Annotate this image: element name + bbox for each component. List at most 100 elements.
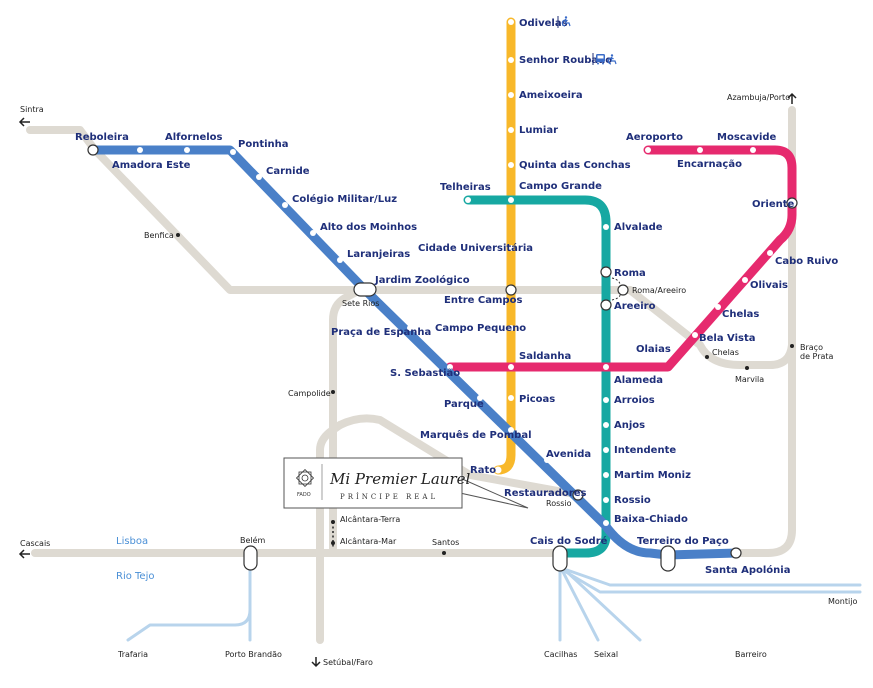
interchange-terreiro-do-paco[interactable] [660,545,676,572]
station-dot[interactable] [603,224,609,230]
station-dot[interactable] [692,332,698,338]
station-dot[interactable] [505,284,517,296]
station-dot[interactable] [603,472,609,478]
rail-stop-dot[interactable] [331,541,335,545]
interchange-belem[interactable] [243,545,258,571]
rail-label: Alcântara-Mar [340,537,397,546]
station-dot[interactable] [184,147,190,153]
station-dot[interactable] [508,325,514,331]
station-dot[interactable] [645,147,651,153]
station-dot[interactable] [137,147,143,153]
interchange-jardim-zoologico[interactable] [353,282,377,297]
interchange-cais-do-sodre[interactable] [552,545,568,572]
station-dot[interactable] [508,162,514,168]
station-dot[interactable] [750,147,756,153]
station-dot[interactable] [508,197,514,203]
roma-areeiro-connector [611,277,621,301]
station-dot[interactable] [465,197,471,203]
station-dot[interactable] [572,489,584,501]
rail-stop-dot[interactable] [331,390,335,394]
station-label: Laranjeiras [347,249,410,260]
station-dot[interactable] [603,447,609,453]
station-dot[interactable] [508,395,514,401]
station-dot[interactable] [697,147,703,153]
ferry-seixal [560,568,600,642]
station-dot[interactable] [256,174,262,180]
senhor-roubado-icons [592,53,617,65]
station-label: Bela Vista [699,333,756,344]
water-label: Lisboa [116,536,148,547]
interchanges [243,282,676,572]
station-dot[interactable] [767,250,773,256]
station-dot[interactable] [508,57,514,63]
station-dot[interactable] [600,266,612,278]
rail-label: Rossio [546,499,572,508]
station-dot[interactable] [282,202,288,208]
arrow-up-icon [787,92,797,104]
station-dot[interactable] [477,395,483,401]
rail-label: Braço [800,343,823,352]
station-dot[interactable] [730,547,742,559]
station-label: Intendente [614,445,676,456]
station-dot[interactable] [508,245,514,251]
rail-stop-dot[interactable] [331,520,335,524]
station-dot[interactable] [310,230,316,236]
station-label: Praça de Espanha [331,327,431,338]
brand-name: Mi Premier Laurel [329,470,471,488]
station-label: Cabo Ruivo [775,256,838,267]
station-label: Rossio [614,495,651,506]
rail-stops [176,233,794,555]
station-dot[interactable] [603,364,609,370]
station-label: Restauradores [504,488,587,499]
station-dot[interactable] [665,352,671,358]
rail-label: Santos [432,538,459,547]
rail-stop-dot[interactable] [705,355,709,359]
rail-benfica-line [91,146,634,294]
station-label: Picoas [519,394,555,405]
rail-label: Cascais [20,539,50,548]
station-dot[interactable] [447,364,453,370]
bus-icon [596,54,605,65]
station-dot[interactable] [600,299,612,311]
station-label: Senhor Roubado [519,55,612,66]
brand-pointer [459,477,529,509]
station-dot[interactable] [603,422,609,428]
ferry-label: Seixal [594,650,618,659]
station-dot[interactable] [230,149,236,155]
station-label: Avenida [546,449,591,460]
ferry-montijo-2 [565,568,862,587]
station-label: Marquês de Pombal [420,429,532,441]
rail-label: Sete Rios [342,299,379,308]
rail-stop-dot[interactable] [790,344,794,348]
station-dot[interactable] [407,325,413,331]
station-dot[interactable] [508,364,514,370]
interchange-roma-areeiro[interactable] [617,284,629,296]
station-dot[interactable] [508,19,514,25]
station-dot[interactable] [494,466,502,474]
station-dot[interactable] [786,197,798,209]
station-label: Pontinha [238,139,289,150]
rail-stop-dot[interactable] [745,366,749,370]
station-dot[interactable] [508,127,514,133]
rail-stop-dot[interactable] [176,233,180,237]
station-label: Lumiar [519,125,558,136]
station-dot[interactable] [603,397,609,403]
station-dot[interactable] [508,427,514,433]
hotel-brand-marker[interactable]: FADO Mi Premier Laurel PRÍNCIPE REAL [283,457,529,509]
station-dot[interactable] [508,92,514,98]
station-label: Terreiro do Paço [637,536,729,547]
station-dot[interactable] [337,257,343,263]
station-dot[interactable] [544,457,550,463]
station-label: Rato [470,465,496,476]
brand-logo-icon [295,468,315,488]
odivelas-icons [557,16,571,28]
station-dot[interactable] [742,277,748,283]
station-dot[interactable] [715,304,721,310]
rail-stop-dot[interactable] [442,551,446,555]
station-dot[interactable] [603,520,609,526]
rail-label: Marvila [735,375,764,384]
station-label: Oriente [752,199,795,210]
station-dot[interactable] [603,497,609,503]
station-dot[interactable] [87,144,99,156]
